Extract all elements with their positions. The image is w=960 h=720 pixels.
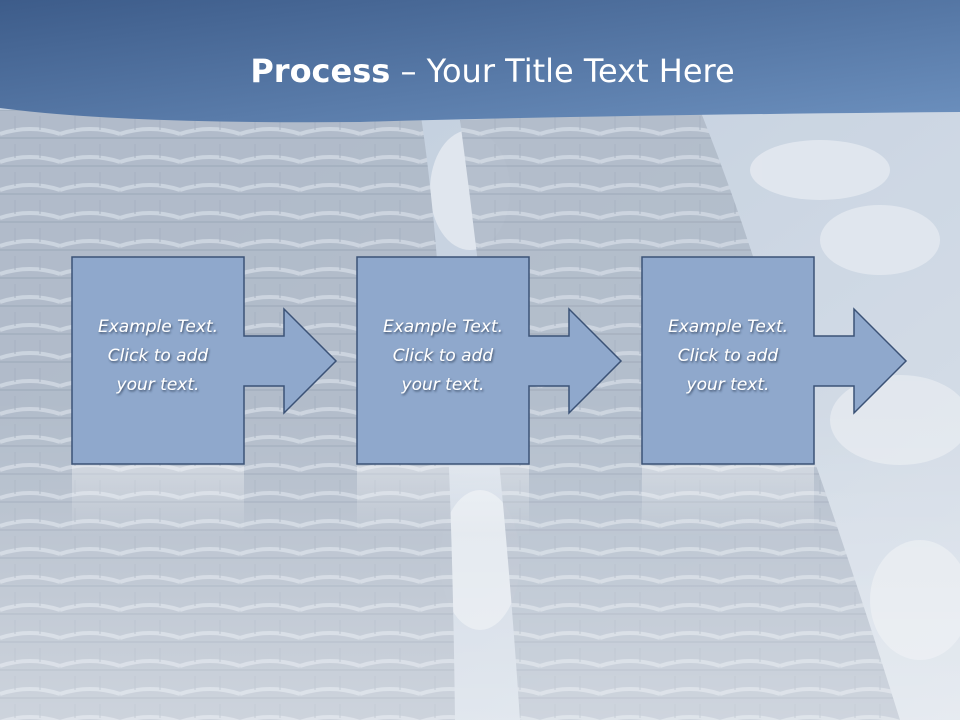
title-dash: – [400, 52, 417, 90]
process-step-text[interactable]: your text. [686, 375, 770, 395]
process-step-text[interactable]: Click to add [108, 346, 209, 366]
process-step-3[interactable] [641, 256, 908, 465]
process-step-1[interactable] [71, 256, 338, 465]
process-step-text[interactable]: Click to add [393, 346, 494, 366]
process-step-text[interactable]: your text. [401, 375, 485, 395]
process-step-text[interactable]: Example Text. [668, 317, 788, 337]
process-step-reflection [357, 466, 529, 536]
process-step-text[interactable]: your text. [116, 375, 200, 395]
process-step-text[interactable]: Example Text. [98, 317, 218, 337]
process-step-text[interactable]: Example Text. [383, 317, 503, 337]
title-rest: Your Title Text Here [426, 52, 735, 90]
title-bold: Process [250, 52, 391, 90]
slide-title: Process – Your Title Text Here [0, 52, 960, 90]
process-step-reflection [72, 466, 244, 536]
process-step-reflection [642, 466, 814, 536]
process-step-text[interactable]: Click to add [678, 346, 779, 366]
process-step-2[interactable] [356, 256, 623, 465]
